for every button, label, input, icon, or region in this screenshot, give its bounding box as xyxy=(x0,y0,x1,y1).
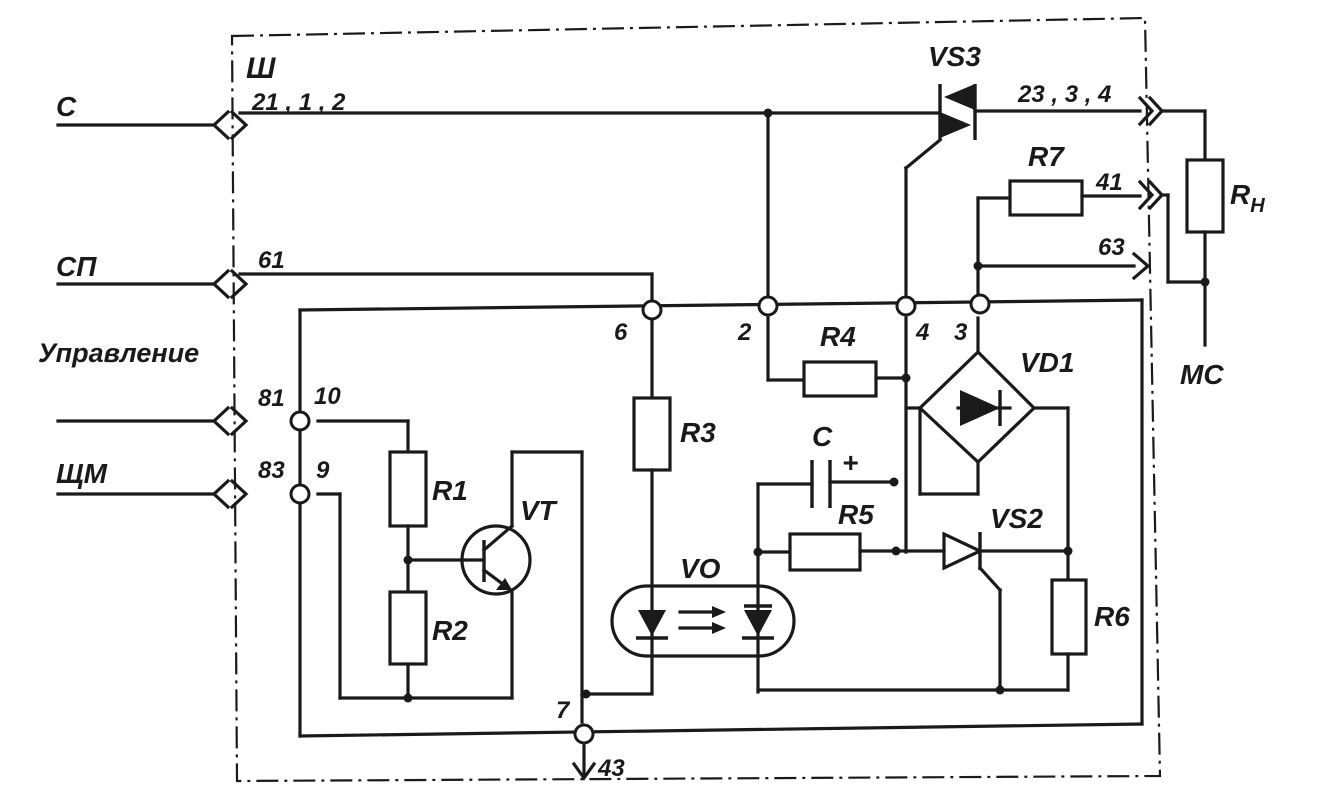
junction-dot xyxy=(763,108,773,118)
node-9 xyxy=(289,483,311,505)
rn-label: RН xyxy=(1230,179,1265,217)
resistor-r1 xyxy=(316,419,428,594)
inner-frame xyxy=(298,298,1144,738)
resistor-r2 xyxy=(388,590,428,703)
node-6-label: 6 xyxy=(614,319,628,346)
node-3 xyxy=(969,293,991,315)
node-7 xyxy=(573,723,595,745)
load-rn xyxy=(1160,109,1225,347)
resistor-r6 xyxy=(756,578,1088,695)
connector-symbols-left xyxy=(211,109,249,510)
node-4-label: 4 xyxy=(915,319,929,346)
node-7-label: 7 xyxy=(556,697,571,724)
r5-label: R5 xyxy=(838,499,874,530)
r6-label: R6 xyxy=(1094,601,1130,632)
resistor-r4 xyxy=(766,316,911,398)
vs3-label: VS3 xyxy=(928,41,981,72)
pin-41-label: 41 xyxy=(1095,169,1123,196)
r7-label: R7 xyxy=(1028,141,1065,172)
pin-61-label: 61 xyxy=(258,247,285,274)
node-9-label: 9 xyxy=(316,457,330,484)
pin-81-label: 81 xyxy=(258,385,285,412)
node-10-label: 10 xyxy=(314,383,341,410)
node-2 xyxy=(757,295,779,317)
connection-nodes xyxy=(289,293,991,745)
block-label: Ш xyxy=(246,52,276,85)
pin-43-label: 43 xyxy=(597,755,625,782)
node-2-label: 2 xyxy=(737,319,752,346)
resistor-r7-branch xyxy=(973,179,1142,298)
r3-label: R3 xyxy=(680,417,716,448)
signal-c-label: С xyxy=(56,91,77,122)
pin-63-label: 63 xyxy=(1098,234,1125,261)
capacitor-c xyxy=(756,460,899,508)
resistor-r3 xyxy=(632,318,672,694)
node-10 xyxy=(289,410,311,432)
c-label: C xyxy=(812,421,833,452)
node-6 xyxy=(641,299,663,321)
signal-shm-label: ЩМ xyxy=(56,458,108,489)
transistor-vt xyxy=(316,450,532,700)
pin-83-label: 83 xyxy=(258,457,285,484)
mc-label: МС xyxy=(1180,359,1224,390)
r2-label: R2 xyxy=(432,615,468,646)
wire-61 xyxy=(238,272,654,302)
optocoupler-vo xyxy=(610,584,796,658)
plus-label: + xyxy=(842,447,858,478)
control-label: Управление xyxy=(38,338,199,368)
thyristor-vs2 xyxy=(942,531,1073,692)
external-lines-left xyxy=(56,123,214,496)
vd1-label: VD1 xyxy=(1020,347,1074,378)
vt-label: VT xyxy=(520,495,559,526)
node-4 xyxy=(895,295,917,317)
bridge-vd1 xyxy=(904,316,1070,582)
pins-c-label: 21 , 1 , 2 xyxy=(251,89,346,116)
vs2-label: VS2 xyxy=(990,503,1043,534)
node-7-wires xyxy=(510,450,654,781)
labels: Ш С СП Управление ЩМ 21 , 1 , 2 23 , 3 ,… xyxy=(38,41,1265,782)
triac-vs3 xyxy=(903,84,977,298)
signal-sp-label: СП xyxy=(56,251,97,282)
r1-label: R1 xyxy=(432,475,468,506)
pins-out-label: 23 , 3 , 4 xyxy=(1017,81,1111,108)
node-3-label: 3 xyxy=(954,319,968,346)
vo-label: VO xyxy=(680,553,721,584)
block-enclosure xyxy=(230,16,1162,783)
r4-label: R4 xyxy=(820,321,856,352)
